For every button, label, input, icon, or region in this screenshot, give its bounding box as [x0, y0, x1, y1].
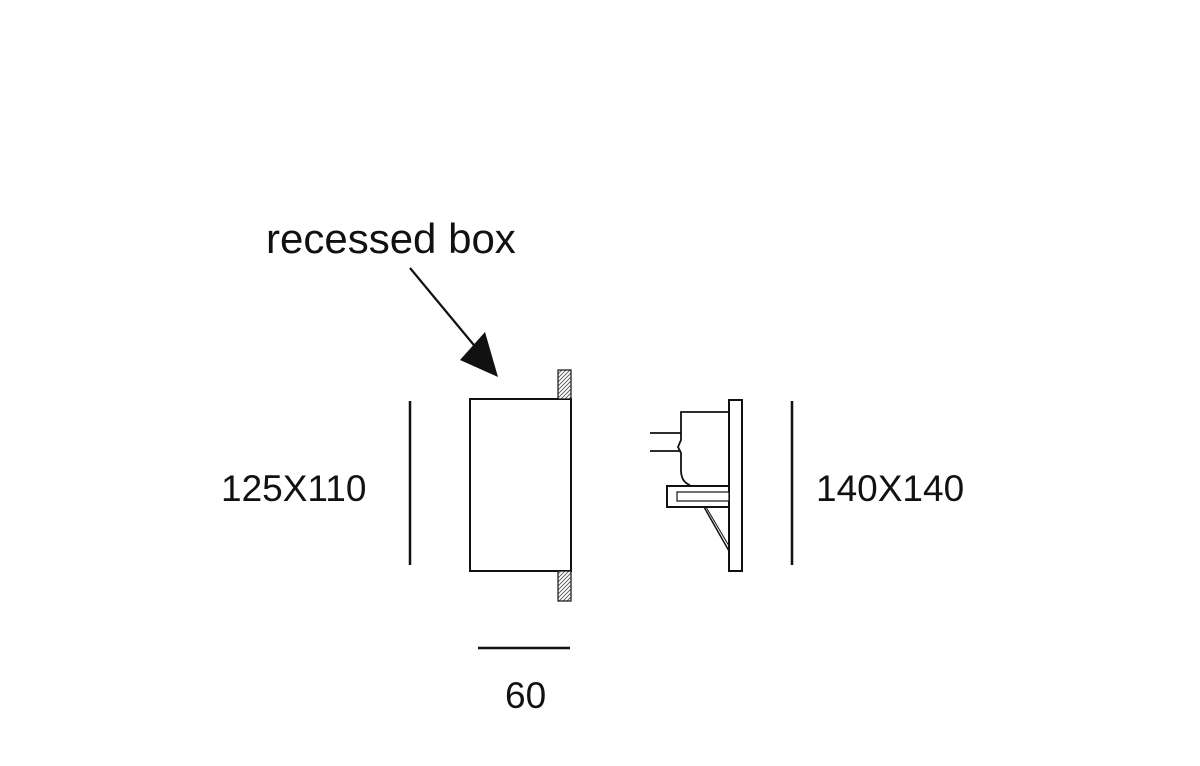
wall-section-bottom [557, 570, 572, 602]
wall-section-top [557, 369, 572, 400]
right-dimension-label: 140X140 [816, 468, 964, 509]
left-dimension-label: 125X110 [221, 468, 366, 509]
depth-dimension-label: 60 [505, 675, 546, 716]
recessed-box-label: recessed box [266, 215, 516, 262]
fixture-side-view [650, 399, 743, 572]
leader-arrow [409, 267, 498, 377]
recessed-box-side-view [469, 369, 572, 602]
